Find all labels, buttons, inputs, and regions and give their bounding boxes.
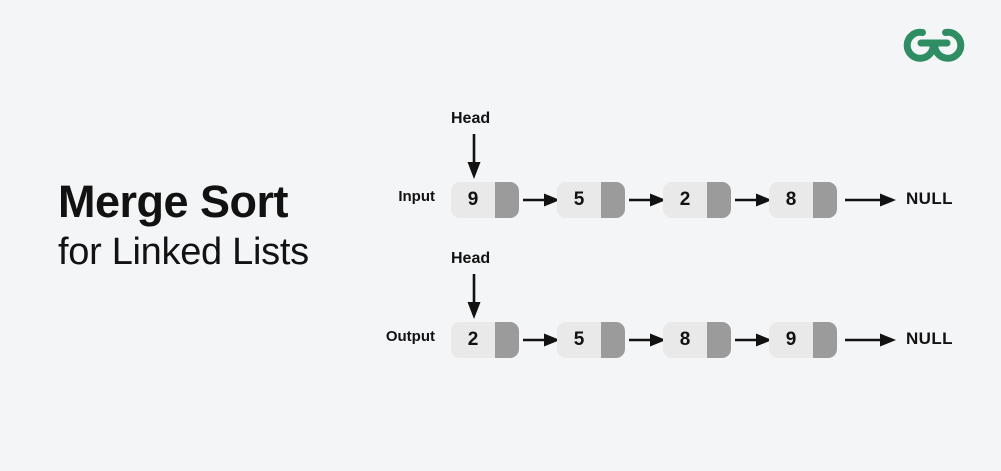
node-value: 8 [663,322,707,358]
link-arrow-right-icon [629,192,667,208]
list-node: 2 [451,322,519,358]
null-terminator: NULL [906,189,953,208]
link-arrow-right-icon [523,332,561,348]
list-node: 5 [557,322,625,358]
linked-list-row-input: Input Head 9 5 [0,108,1001,218]
title-main: Merge Sort [58,176,289,227]
list-node: 8 [769,182,837,218]
geeksforgeeks-logo [898,20,970,66]
head-label-input: Head [451,110,491,127]
node-pointer-cell [601,182,625,218]
link-arrow-right-icon [845,332,897,348]
node-value: 5 [557,322,601,358]
list-node: 9 [769,322,837,358]
geeksforgeeks-logo-mark [903,28,965,62]
head-arrow-down-icon [466,274,482,320]
node-value: 8 [769,182,813,218]
node-value: 2 [451,322,495,358]
node-pointer-cell [813,182,837,218]
row-label-input: Input [398,188,435,205]
list-node: 9 [451,182,519,218]
link-arrow-right-icon [845,192,897,208]
node-pointer-cell [707,182,731,218]
head-arrow-down-icon [466,134,482,180]
list-node: 5 [557,182,625,218]
node-pointer-cell [813,322,837,358]
node-pointer-cell [495,182,519,218]
link-arrow-right-icon [523,192,561,208]
node-pointer-cell [601,322,625,358]
link-arrow-right-icon [735,192,773,208]
linked-list-row-output: Output Head 2 5 [0,248,1001,358]
list-node: 2 [663,182,731,218]
link-arrow-right-icon [735,332,773,348]
list-node: 8 [663,322,731,358]
node-pointer-cell [495,322,519,358]
title-subtitle: for Linked Lists [58,231,309,273]
head-label-output: Head [451,250,491,267]
node-value: 2 [663,182,707,218]
node-value: 9 [451,182,495,218]
row-label-output: Output [385,328,435,345]
node-value: 5 [557,182,601,218]
page-title: Merge Sort for Linked Lists [58,176,388,276]
node-pointer-cell [707,322,731,358]
node-value: 9 [769,322,813,358]
null-terminator: NULL [906,329,953,348]
link-arrow-right-icon [629,332,667,348]
